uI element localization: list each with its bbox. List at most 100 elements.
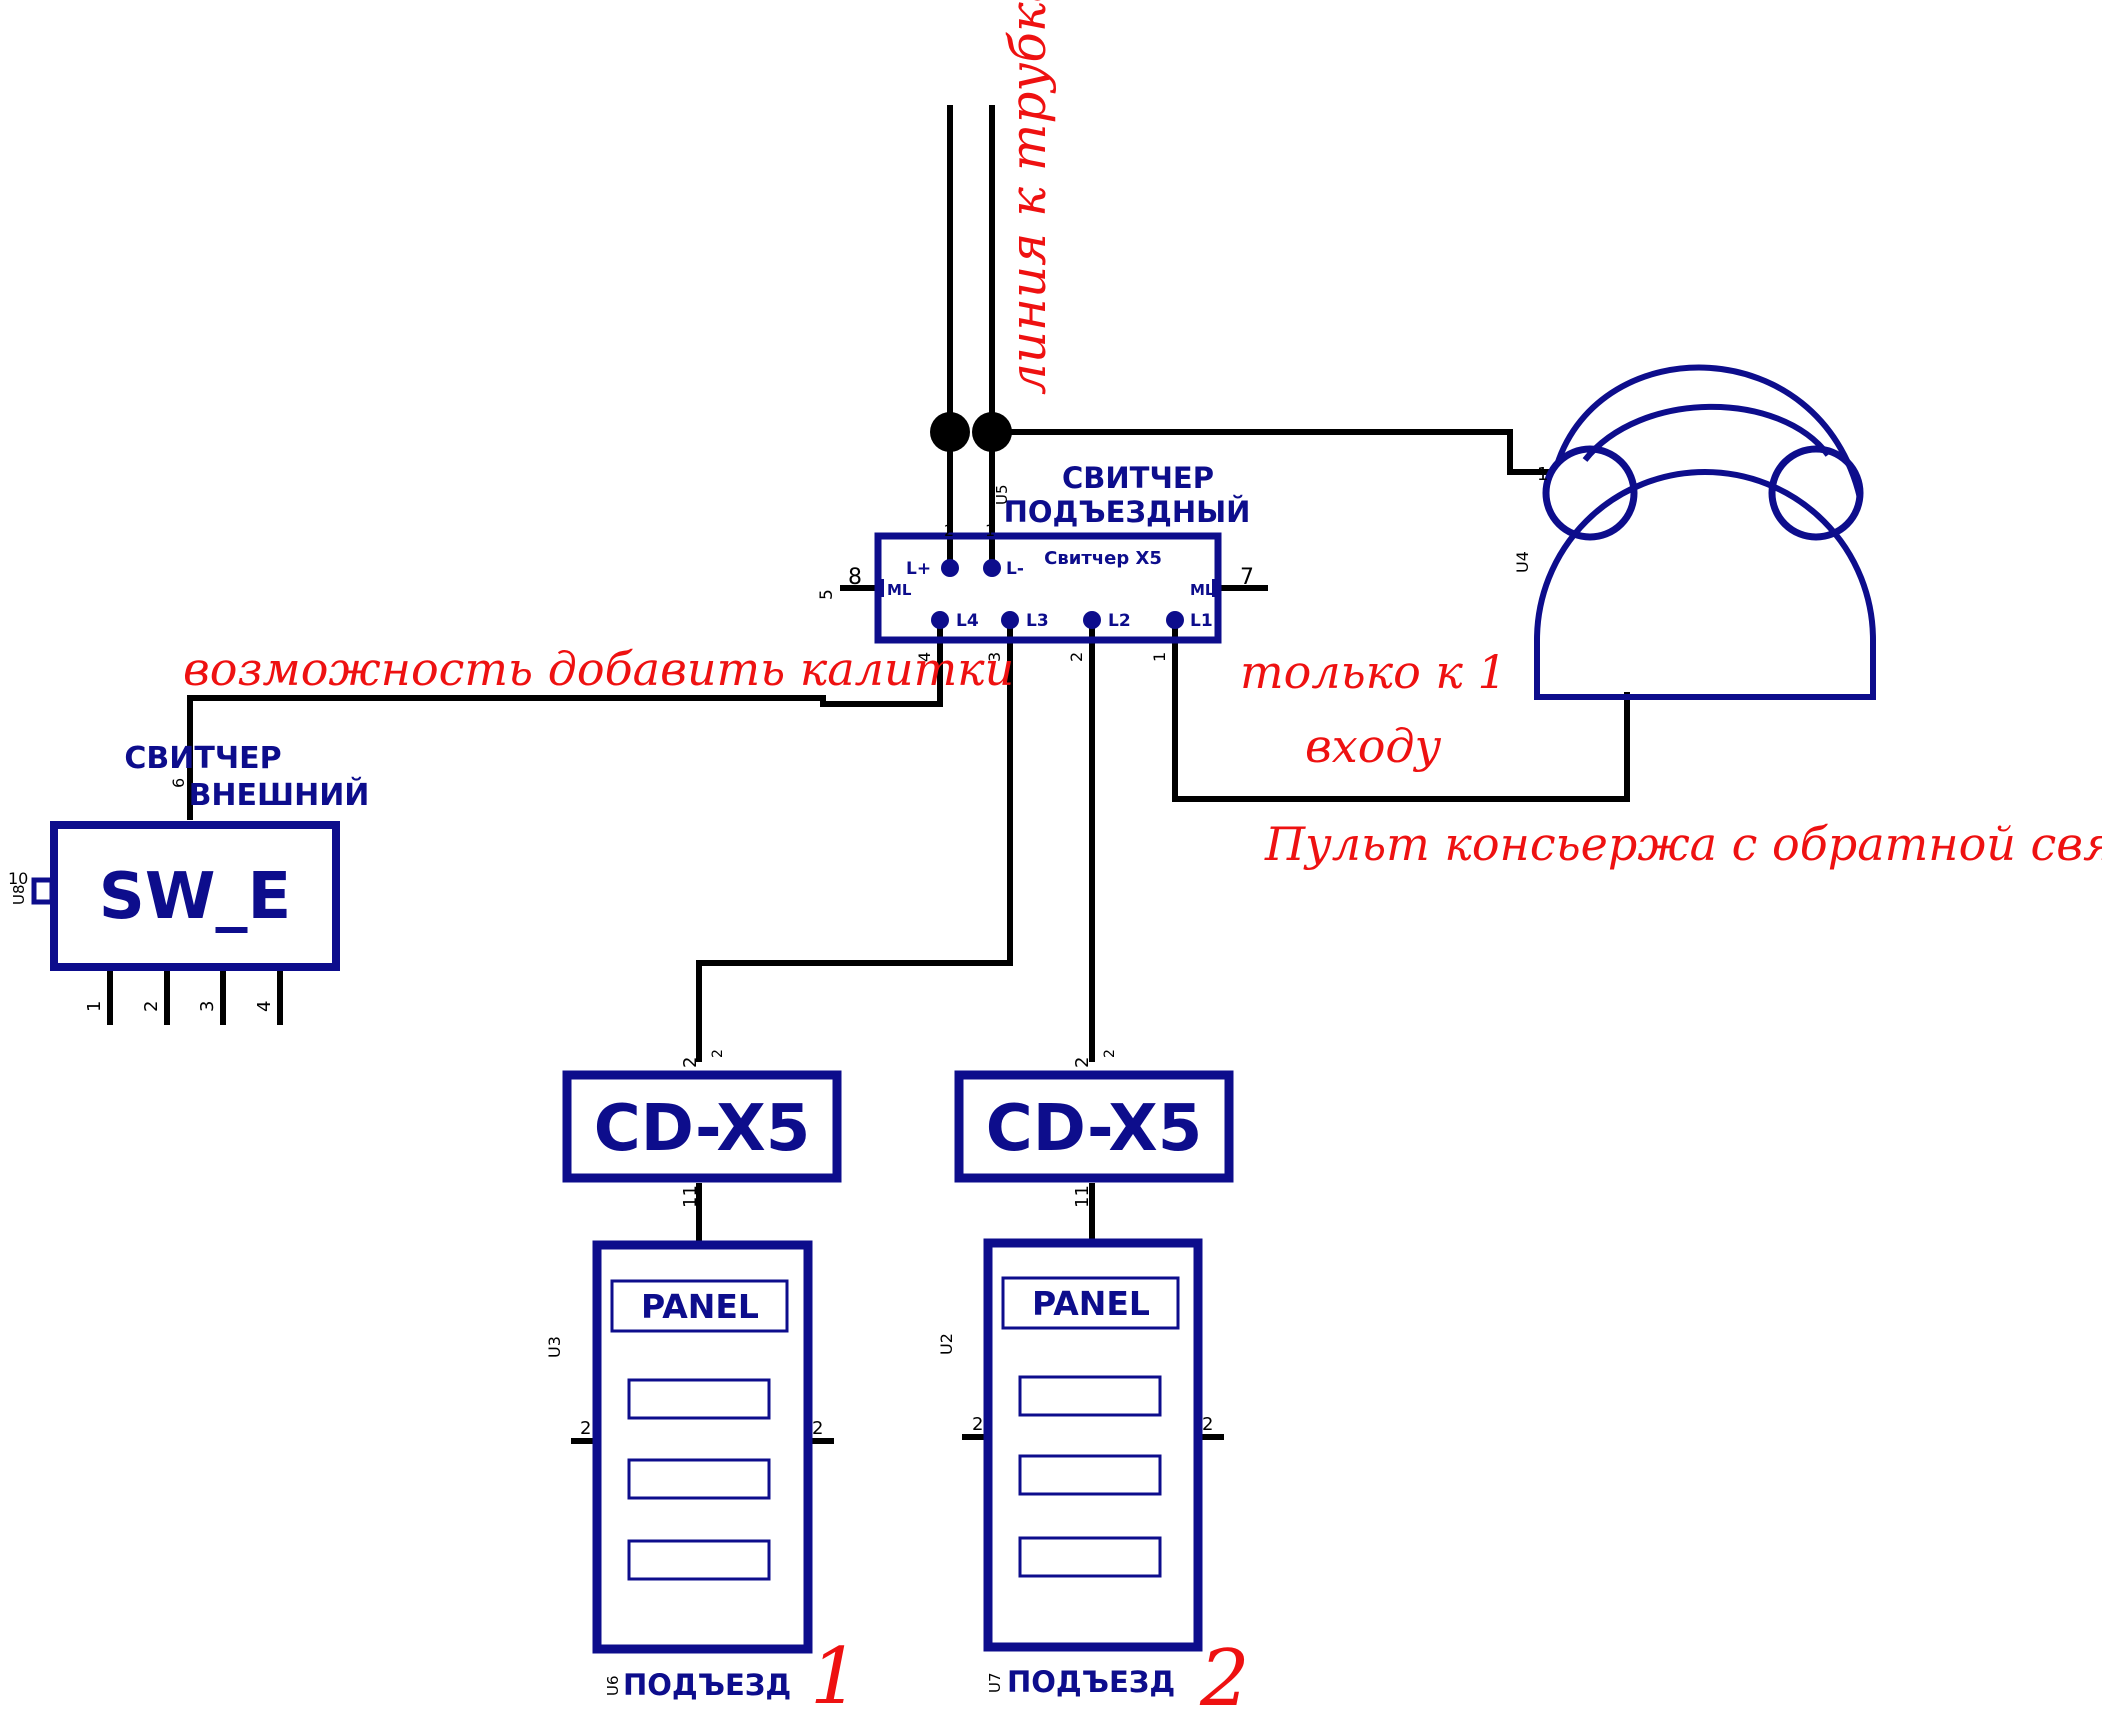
panel-pin-left-2: 2 <box>972 1414 983 1435</box>
switcher-pin-bottom-2: 2 <box>1067 652 1086 662</box>
cd-x5-pin-bottom-2: 11 <box>1072 1185 1093 1208</box>
annotation-concierge: Пульт консьержа с обратной связью <box>1264 817 2102 871</box>
handset-arc-inner <box>1582 403 1831 462</box>
port-l3-dot <box>1001 611 1019 629</box>
annotation-add-gates: возможность добавить калитки <box>183 642 1014 696</box>
panel-slot-2c <box>1018 1536 1162 1578</box>
foot-label-2: ПОДЪЕЗД <box>1007 1665 1175 1699</box>
port-lplus-label: L+ <box>906 559 931 579</box>
panel-label-2: PANEL <box>1032 1284 1150 1323</box>
annotation-input: входу <box>1305 719 1442 773</box>
wire-gates <box>187 618 943 820</box>
junction-dot-minus <box>972 412 1012 452</box>
switcher-inner-label: Свитчер X5 <box>1044 548 1162 569</box>
sw-e-title-2: ВНЕШНИЙ <box>189 777 370 813</box>
wire-l3-entrance-1 <box>696 618 1013 1062</box>
sw-e-ref: U8 <box>10 884 28 905</box>
cd-x5-body-2 <box>954 1070 1234 1183</box>
concierge-console: 1 U4 <box>1513 364 1876 700</box>
port-ml-right <box>1212 579 1220 597</box>
sw-e-pin-label-3: 3 <box>197 1001 218 1012</box>
cd-x5-pin-top-2: 2 <box>1072 1057 1093 1068</box>
cd-x5-body-1 <box>562 1070 842 1183</box>
panel-slot-1a <box>627 1378 771 1420</box>
foot-ref-2: U7 <box>986 1672 1004 1693</box>
switcher-pin-top-1: 1 <box>985 521 995 540</box>
switcher-pin-bottom-3: 3 <box>985 652 1004 662</box>
switcher-pin-bottom-1: 1 <box>1150 652 1169 662</box>
switcher-pin-bottom-4: 4 <box>915 652 934 662</box>
console-pin-1: 1 <box>1537 464 1548 485</box>
switcher-pin-top-2: 2 <box>944 521 954 540</box>
panel-slot-2b <box>1018 1454 1162 1496</box>
foot-label-1: ПОДЪЕЗД <box>623 1668 791 1702</box>
annotations: линия к трубкам возможность добавить кал… <box>183 0 2102 871</box>
switcher-ref: U5 <box>993 484 1011 505</box>
port-l2-dot <box>1083 611 1101 629</box>
port-l4-label: L4 <box>956 611 979 631</box>
port-lplus-dot <box>941 559 959 577</box>
panel-ref-1: U3 <box>545 1336 564 1358</box>
foot-ref-1: U6 <box>604 1675 622 1696</box>
cd-x5-label-2: CD-X5 <box>986 1092 1203 1166</box>
port-ml-left-label: ML <box>887 581 912 599</box>
port-ml-left <box>876 579 884 597</box>
wire-to-concierge-top <box>992 429 1550 475</box>
panel-pin-left-1: 2 <box>580 1418 591 1439</box>
panel-ref-2: U2 <box>937 1333 956 1355</box>
panel-slot-1c <box>627 1539 771 1581</box>
port-ml-right-label: ML <box>1190 581 1215 599</box>
panel-label-1: PANEL <box>641 1287 759 1326</box>
sw-e-pin-6: 6 <box>169 778 188 788</box>
sw-e-label: SW_E <box>99 860 291 934</box>
panel-slot-1b <box>627 1458 771 1500</box>
entrance-2: CD-X5 2 2 11 PANEL U2 2 2 U7 ПОДЪЕЗД 2 <box>937 1049 1250 1722</box>
handset-arc-outer <box>1554 364 1863 499</box>
cd-x5-pin-bottom-1: 11 <box>680 1185 701 1208</box>
junction-dot-plus <box>930 412 970 452</box>
console-ref: U4 <box>1513 551 1532 573</box>
cd-x5-pin-top-2b: 2 <box>1102 1049 1118 1058</box>
handset-earpiece-left <box>1542 445 1638 541</box>
handset-earpiece-right <box>1768 445 1864 541</box>
panel-pin-right-2: 2 <box>1202 1414 1213 1435</box>
sw-e-pin-label-1: 1 <box>84 1001 105 1012</box>
entrance-number-2: 2 <box>1199 1634 1250 1722</box>
entrance-1: CD-X5 2 2 11 PANEL U3 2 2 U6 ПОДЪЕЗД 1 <box>545 1049 860 1722</box>
annotation-only-to-1: только к 1 <box>1240 645 1507 699</box>
entrance-number-1: 1 <box>810 1632 860 1722</box>
panel-label-box-1 <box>610 1279 789 1333</box>
switcher-pin-5: 5 <box>817 589 837 600</box>
port-l4-dot <box>931 611 949 629</box>
panel-slot-2a <box>1018 1375 1162 1417</box>
cd-x5-pin-top-1b: 2 <box>710 1049 726 1058</box>
switcher-title-2: ПОДЪЕЗДНЫЙ <box>1004 495 1251 529</box>
sw-e-pin-label-4: 4 <box>254 1001 275 1012</box>
entrance-switcher: СВИТЧЕР ПОДЪЕЗДНЫЙ U5 Свитчер X5 L+ L- L… <box>817 461 1254 662</box>
switcher-pin-7: 7 <box>1240 565 1254 590</box>
sw-e-title-1: СВИТЧЕР <box>124 741 281 776</box>
port-l1-label: L1 <box>1190 611 1213 631</box>
cd-x5-pin-top-1: 2 <box>680 1057 701 1068</box>
panel-body-2 <box>983 1238 1203 1652</box>
annotation-line-to-handsets: линия к трубкам <box>999 0 1057 395</box>
panel-body-1 <box>592 1240 813 1654</box>
sw-e-pin-label-2: 2 <box>141 1001 162 1012</box>
console-base <box>1534 469 1876 700</box>
wire-l1-concierge <box>1172 618 1630 802</box>
port-lminus-label: L- <box>1006 559 1024 579</box>
panel-label-box-2 <box>1001 1276 1180 1330</box>
port-lminus-dot <box>983 559 1001 577</box>
sw-e-pin-10: 10 <box>8 869 28 888</box>
port-l2-label: L2 <box>1108 611 1131 631</box>
port-l3-label: L3 <box>1026 611 1049 631</box>
sw-e-left-port <box>31 877 55 905</box>
panel-pin-right-1: 2 <box>812 1418 823 1439</box>
switcher-title-1: СВИТЧЕР <box>1062 461 1214 495</box>
port-l1-dot <box>1166 611 1184 629</box>
external-switcher: SW_E СВИТЧЕР ВНЕШНИЙ 10 U8 6 1 2 3 4 <box>8 741 369 1012</box>
cd-x5-label-1: CD-X5 <box>594 1092 811 1166</box>
wires <box>107 105 1630 1444</box>
switcher-pin-8: 8 <box>848 565 862 590</box>
